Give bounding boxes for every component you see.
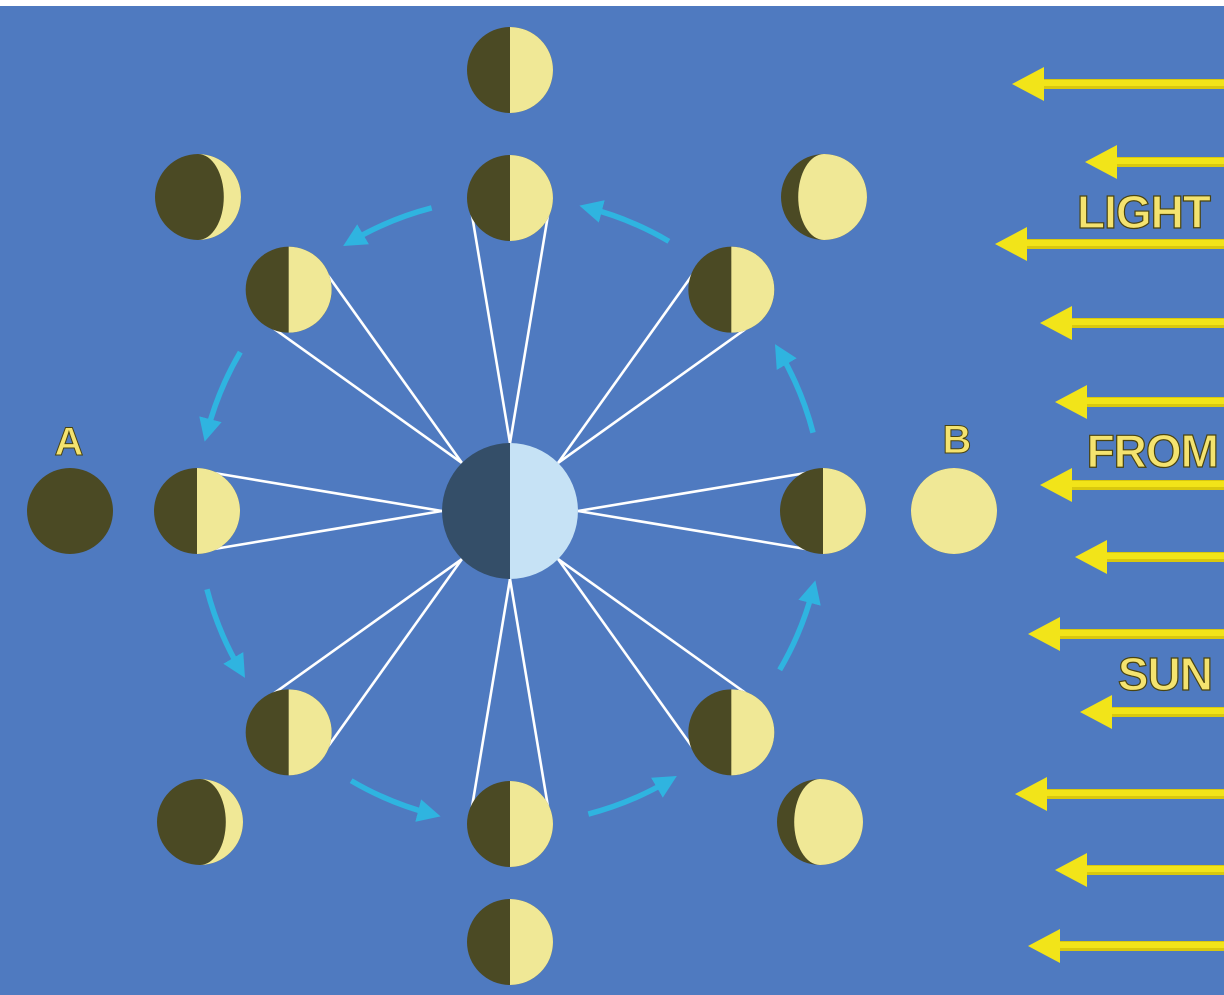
label-b: B (943, 418, 972, 462)
phase-moon (911, 468, 997, 554)
orbit-moon (780, 468, 866, 554)
orbit-moon (467, 155, 553, 241)
label-a: A (55, 420, 84, 464)
orbit-moon (688, 689, 774, 775)
orbit-moon (246, 247, 332, 333)
orbit-moon (246, 689, 332, 775)
phase-moon (467, 899, 553, 985)
phase-moon (27, 468, 113, 554)
phase-moon (777, 779, 863, 865)
orbit-moon (688, 247, 774, 333)
orbit-moon (467, 781, 553, 867)
orbit-moon (154, 468, 240, 554)
label-from: FROM (1087, 425, 1218, 477)
moon-lit-side (911, 468, 997, 554)
phase-moon (781, 154, 867, 240)
phase-moon (157, 779, 243, 865)
moon-dark-side (27, 468, 113, 554)
label-sun: SUN (1118, 648, 1212, 700)
phase-moon (155, 154, 241, 240)
label-light: LIGHT (1077, 186, 1211, 238)
earth (442, 443, 578, 579)
phase-moon (467, 27, 553, 113)
